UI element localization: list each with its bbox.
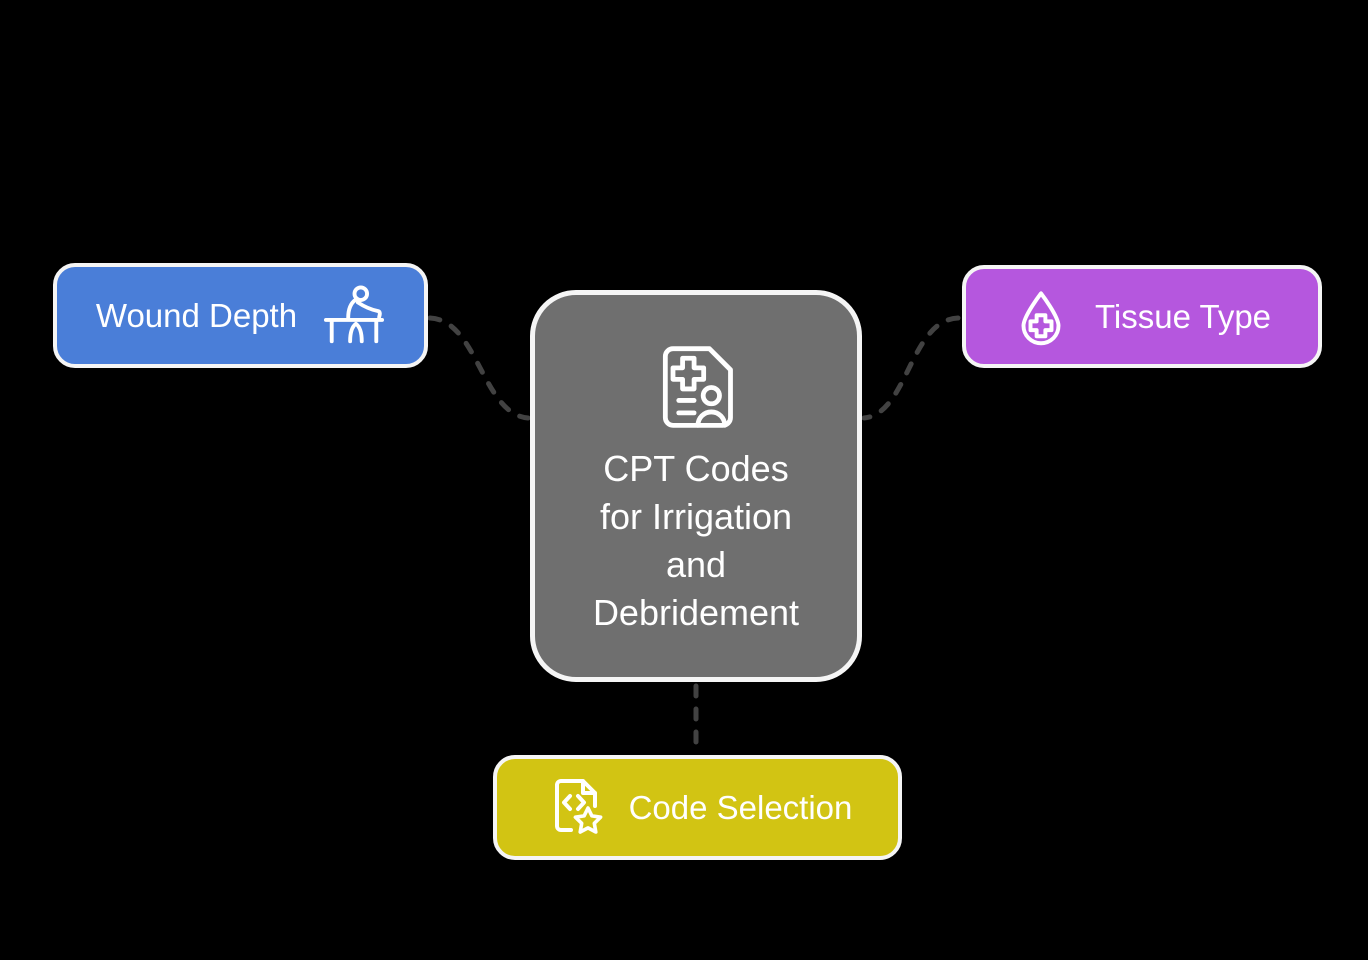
connector-wound-depth-to-center <box>427 315 531 421</box>
node-cpt-codes: CPT Codes for Irrigation and Debridement <box>530 290 862 682</box>
node-wound-depth: Wound Depth <box>53 263 428 368</box>
person-at-desk-icon <box>323 284 385 347</box>
node-code-selection: Code Selection <box>493 755 902 860</box>
node-code-selection-label: Code Selection <box>628 788 853 826</box>
label-line-4: Debridement <box>592 592 800 633</box>
droplet-cross-icon <box>1013 286 1069 348</box>
document-code-star-icon <box>543 773 607 843</box>
node-tissue-type-label: Tissue Type <box>1094 297 1272 335</box>
label-line-2: for Irrigation <box>599 496 793 537</box>
label-line-3: and <box>665 544 727 585</box>
connector-tissue-type-to-center <box>861 315 961 421</box>
node-wound-depth-label: Wound Depth <box>95 296 298 334</box>
node-cpt-codes-label: CPT Codes for Irrigation and Debridement <box>593 445 799 637</box>
node-tissue-type: Tissue Type <box>962 265 1322 368</box>
label-line-1: CPT Codes <box>603 448 789 489</box>
medical-record-icon <box>650 337 742 437</box>
